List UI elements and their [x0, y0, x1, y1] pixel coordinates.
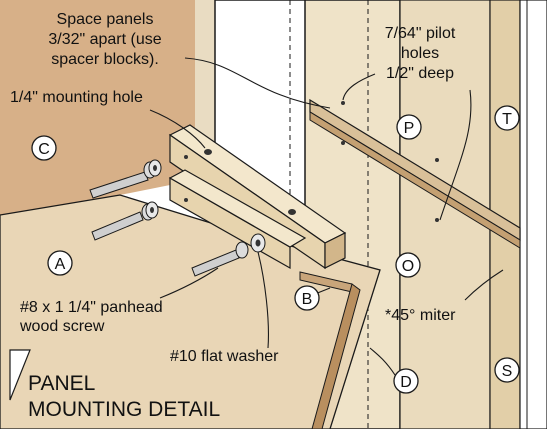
svg-text:D: D	[400, 374, 412, 391]
svg-text:T: T	[502, 111, 512, 128]
leader-pilot-2	[439, 89, 472, 221]
svg-text:spacer blocks).: spacer blocks).	[51, 51, 159, 68]
label-d: D	[393, 368, 419, 394]
edge-strip	[519, 0, 547, 429]
note-washer: #10 flat washer	[170, 348, 279, 365]
note-space-panels: Space panels 3/32" apart (use spacer blo…	[48, 11, 161, 68]
leader-space-panels	[184, 57, 331, 109]
screw-lower	[191, 241, 249, 277]
note-mounting-hole: 1/4" mounting hole	[10, 89, 143, 106]
upper-block-end	[324, 232, 346, 269]
svg-text:PANEL: PANEL	[28, 372, 95, 395]
svg-text:B: B	[302, 291, 313, 308]
label-c: C	[31, 135, 57, 161]
svg-text:O: O	[402, 258, 414, 275]
leader-screw	[159, 267, 219, 299]
svg-text:wood screw: wood screw	[19, 318, 105, 335]
lower-block-top	[168, 169, 307, 248]
label-t: T	[494, 105, 520, 131]
pilot-dot-3	[341, 101, 345, 105]
pilot-dot-4	[435, 158, 439, 162]
panel-c-face	[0, 0, 195, 215]
title-corner	[9, 349, 31, 401]
svg-text:7/64" pilot: 7/64" pilot	[385, 25, 456, 42]
label-p: P	[396, 114, 422, 140]
mounting-hole-2	[288, 209, 296, 215]
washer-middle	[145, 201, 159, 219]
pilot-dot-2	[184, 198, 188, 202]
leader-miter	[464, 269, 504, 301]
washer-lower	[250, 233, 266, 253]
panel-b-side	[311, 283, 361, 429]
label-a: A	[47, 250, 73, 276]
washer-upper	[148, 159, 162, 177]
note-pilot-holes: 7/64" pilot holes 1/2" deep	[385, 25, 456, 82]
svg-text:C: C	[38, 141, 50, 158]
svg-text:S: S	[502, 363, 513, 380]
leader-mounting-hole	[149, 109, 206, 149]
svg-text:1/2" deep: 1/2" deep	[386, 65, 454, 82]
mounting-hole-1	[204, 149, 212, 155]
svg-text:#8 x 1 1/4" panhead: #8 x 1 1/4" panhead	[20, 299, 163, 316]
cleat-edge	[309, 111, 521, 249]
pilot-dot-6	[435, 218, 439, 222]
pilot-dot-5	[341, 141, 345, 145]
svg-text:MOUNTING DETAIL: MOUNTING DETAIL	[28, 398, 220, 421]
svg-text:P: P	[404, 120, 415, 137]
label-o: O	[395, 252, 421, 278]
leader-washer	[257, 251, 269, 349]
label-s: S	[494, 357, 520, 383]
note-screw: #8 x 1 1/4" panhead wood screw	[19, 299, 163, 335]
svg-text:3/32" apart (use: 3/32" apart (use	[48, 31, 161, 48]
leader-d	[369, 347, 396, 376]
label-b: B	[294, 285, 320, 311]
note-miter: *45° miter	[385, 307, 456, 324]
svg-text:A: A	[55, 256, 66, 273]
leader-pilot-1	[342, 73, 376, 101]
diagram-title: PANEL MOUNTING DETAIL	[28, 372, 220, 421]
svg-text:Space panels: Space panels	[57, 11, 154, 28]
svg-text:holes: holes	[401, 45, 439, 62]
pilot-dot-1	[184, 155, 188, 159]
